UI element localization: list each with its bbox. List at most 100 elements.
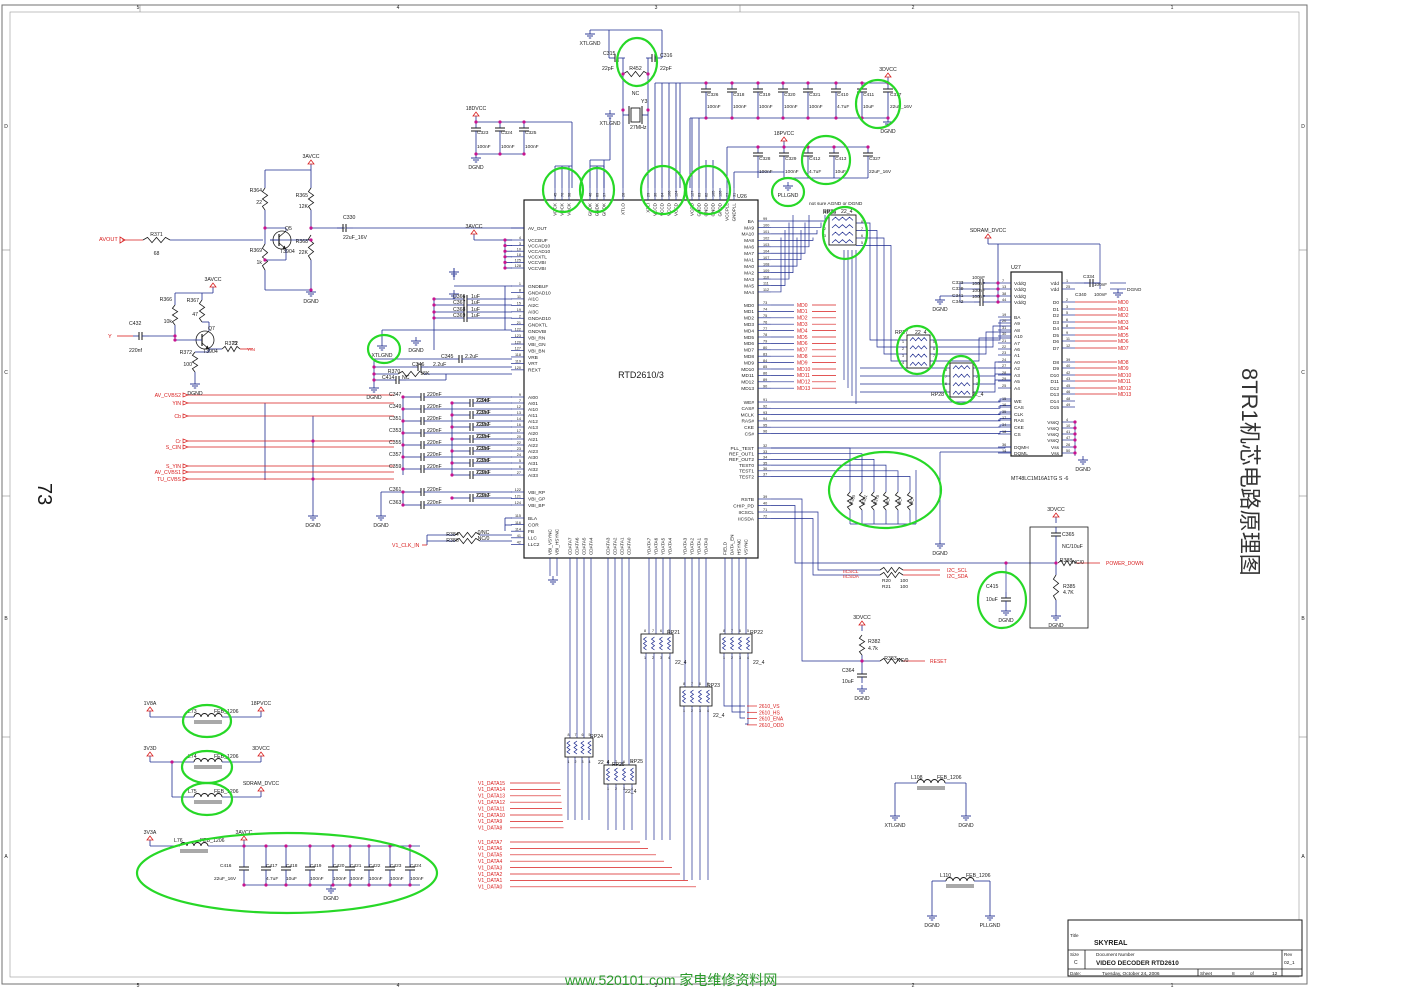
junction-dot bbox=[331, 883, 335, 887]
junction-dot bbox=[503, 260, 507, 264]
cap-ref: C333 bbox=[952, 280, 964, 286]
junction-dot bbox=[996, 294, 1000, 298]
u27-pin-name: CLK bbox=[1014, 412, 1024, 418]
pin-number: 1 bbox=[568, 760, 570, 764]
u26-pin-number: 111 bbox=[763, 282, 769, 286]
resistor-zigzag bbox=[1057, 559, 1077, 567]
dgnd-label: DGND bbox=[924, 923, 940, 929]
resistor-value: 4.7K bbox=[1063, 590, 1074, 596]
cap-ref: C362 bbox=[477, 493, 490, 499]
wire bbox=[771, 511, 880, 571]
resistor-pack-element bbox=[587, 740, 592, 755]
net-label-input: YIN bbox=[172, 401, 181, 407]
docnum-value: VIDEO DECODER RTD2610 bbox=[1096, 960, 1179, 967]
u26-pin-name: AI30 bbox=[528, 455, 538, 461]
cap-value: 220nF bbox=[476, 470, 491, 476]
resistor-value: 22K bbox=[299, 250, 309, 256]
offpage-arrow bbox=[182, 413, 189, 419]
cap-value: 100nF bbox=[1094, 282, 1107, 287]
cap-ref: C357 bbox=[389, 452, 402, 458]
junction-dot bbox=[704, 81, 708, 85]
pin-number: 3 bbox=[902, 354, 904, 358]
u26-pin-name: MA10 bbox=[741, 232, 754, 238]
junction-dot bbox=[1073, 432, 1077, 436]
inductor-ref: L108 bbox=[911, 775, 923, 781]
resistor-pack-body bbox=[719, 633, 753, 654]
resistor-pack-element bbox=[952, 373, 971, 378]
junction-dot bbox=[860, 659, 864, 663]
u26-pin-name: VBI_HSYNC bbox=[555, 528, 560, 555]
cap-value: 100nF bbox=[1094, 292, 1107, 297]
watermark: www.520101.com 家电维修资料网 bbox=[564, 972, 777, 988]
cap-ref: C363 bbox=[389, 500, 402, 506]
of-label: of bbox=[1250, 971, 1255, 976]
u26-pin-number: 102 bbox=[763, 237, 769, 241]
transistor-arrow bbox=[282, 245, 286, 249]
u26-pin-name: REF_OUT1 bbox=[729, 452, 754, 458]
u26-pin-name: YDATA1 bbox=[697, 537, 702, 555]
size-label: Size bbox=[1070, 952, 1079, 957]
pin-number: 2 bbox=[652, 656, 654, 660]
u26-pin-name: VCCVBI bbox=[528, 260, 546, 266]
u27-pin-number: 20 bbox=[1002, 319, 1006, 323]
u26-pin-number: 69 bbox=[596, 193, 600, 197]
u27-pin-name: A5 bbox=[1014, 379, 1020, 385]
junction-dot bbox=[372, 372, 376, 376]
wire bbox=[771, 230, 786, 286]
u27-pin-number: 39 bbox=[1066, 358, 1070, 362]
junction-dot bbox=[704, 116, 708, 120]
junction-dot bbox=[503, 238, 507, 242]
u26-pin-name: YDATA6 bbox=[654, 537, 659, 555]
highlight-gndk bbox=[578, 166, 616, 214]
pin-number: 2 bbox=[824, 227, 826, 231]
u26-pin-number: 7 bbox=[519, 399, 521, 403]
u27-ref: U27 bbox=[1011, 265, 1021, 271]
rev-value: 02_1 bbox=[1284, 960, 1295, 966]
net-label-iicscl: IICSCL bbox=[843, 569, 859, 575]
net-label-md: MD13 bbox=[797, 386, 811, 392]
3avcc-label: 3AVCC bbox=[466, 224, 483, 230]
u27-pin-number: 2 bbox=[1066, 298, 1068, 302]
inductor-coil bbox=[193, 713, 223, 718]
u26-pin-name: CDATA0 bbox=[627, 537, 632, 555]
cap-value: 100nF bbox=[759, 169, 773, 175]
sheet-label: Sheet bbox=[1200, 971, 1213, 976]
u27-pin-number: 29 bbox=[1002, 377, 1006, 381]
junction-dot bbox=[432, 316, 436, 320]
highlight-3v3a-filter bbox=[135, 831, 439, 915]
dgnd-label: DGND bbox=[932, 307, 948, 313]
dgnd-label: DGND bbox=[958, 823, 974, 829]
u27-pin-number: 11 bbox=[1066, 337, 1070, 341]
3dvcc-label: 3DVCC bbox=[853, 615, 871, 621]
resistor-zigzag bbox=[879, 657, 904, 665]
u26-pin-number: 36 bbox=[763, 467, 767, 471]
offpage-arrow bbox=[182, 392, 189, 398]
net-label-md: MD0 bbox=[797, 303, 808, 309]
u27-pin-name: VssQ bbox=[1047, 426, 1059, 432]
u27-pin-number: 17 bbox=[1002, 416, 1006, 420]
u26-pin-number: 39 bbox=[763, 495, 767, 499]
u26-pin-name: GNDXTL bbox=[528, 323, 548, 329]
cap-ref: C345 bbox=[441, 354, 454, 360]
u26-pin-name: VCCPLL bbox=[725, 203, 730, 221]
resistor-ref: R371 bbox=[150, 232, 163, 238]
resistor-pack-body bbox=[906, 334, 931, 369]
resistor-value: 100 bbox=[183, 362, 192, 368]
net-label-input: Cb bbox=[174, 414, 181, 420]
u26-pin-name: AI01 bbox=[528, 401, 538, 407]
u26-pin-number: 41 bbox=[517, 534, 521, 538]
net-label-v1clk: V1_CLK_IN bbox=[392, 543, 420, 549]
junction-dot bbox=[781, 116, 785, 120]
u26-pin-number: 80 bbox=[763, 346, 767, 350]
crystal-cap-value: 22pF bbox=[660, 66, 672, 72]
net-label-md: MD5 bbox=[797, 335, 808, 341]
inductor-coil bbox=[193, 793, 223, 798]
u26-pin-name: GNDAD10 bbox=[528, 316, 551, 322]
pin-number: 3 bbox=[623, 787, 625, 791]
u27-pin-name: DQML bbox=[1014, 451, 1028, 457]
resistor-ref: NC bbox=[884, 498, 891, 505]
junction-dot bbox=[263, 226, 267, 230]
u26-pin-name: MD9 bbox=[744, 360, 754, 366]
junction-dot bbox=[242, 844, 246, 848]
u26-pin-number: 124 bbox=[515, 501, 521, 505]
